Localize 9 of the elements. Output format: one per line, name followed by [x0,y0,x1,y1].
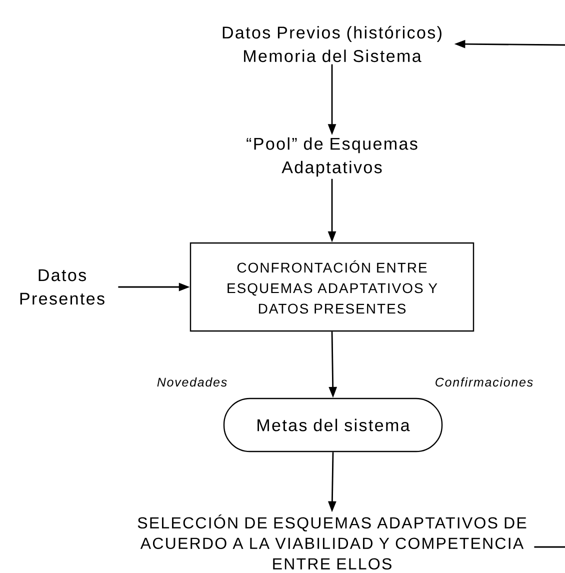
side-note: Novedades [157,377,227,387]
node-text: Datos Presentes [20,269,104,305]
goal-box: Metas del sistema [223,398,443,452]
line [534,546,565,548]
node-text: Datos Previos (históricos) Memoria del Sistema [222,26,442,62]
side-note: Confirmaciones [436,377,533,387]
node-text: SELECCIÓN DE ESQUEMAS ADAPTATIVOS DE ACUERDO A LA VIABILIDAD Y COMPETENCIA ENTRE ELLOS [138,514,526,570]
node-text: “Pool” de Esquemas Adaptativos [246,137,418,177]
process-box: CONFRONTACIÓN ENTRE ESQUEMAS ADAPTATIVOS Y DATOS PRESENTES [190,242,474,332]
